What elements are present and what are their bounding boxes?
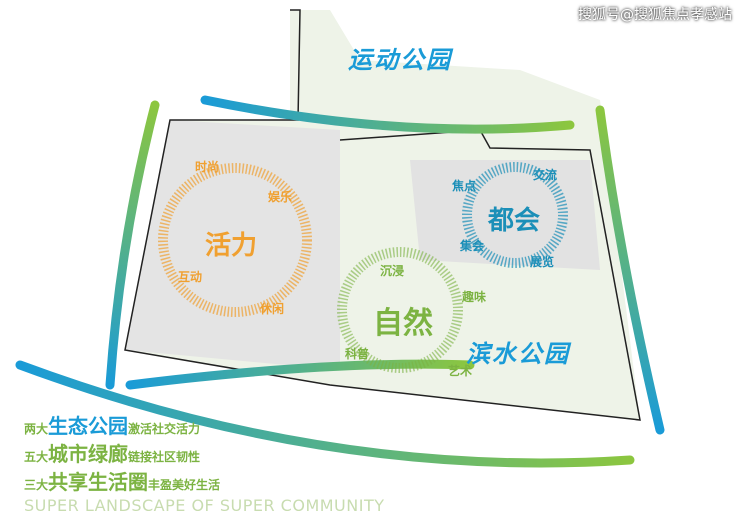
watermark: 搜狐号@搜狐焦点孝感站 [578,7,732,23]
zone-tag: 集会 [460,239,485,253]
zone-tag: 休闲 [260,302,285,316]
zone-rings [158,162,568,373]
subtitle: SUPER LANDSCAPE OF SUPER COMMUNITY [24,496,385,515]
zone-tag: 趣味 [462,290,487,304]
site-boundary [124,9,641,421]
zone-tag: 沉浸 [380,264,405,278]
zone-tag: 互动 [178,270,203,284]
zone-tag: 时尚 [195,160,220,174]
zone-tag: 娱乐 [268,190,293,204]
legend-line-2: 五大城市绿廊链接社区韧性 [24,442,201,466]
waterfront-park-label: 滨水公园 [466,340,570,368]
zone-tag: 展览 [530,255,555,269]
zone-tag: 焦点 [452,179,477,193]
legend-line-3: 三大共享生活圈丰盈美好生活 [24,470,221,494]
legend-line-1: 两大生态公园激活社交活力 [24,414,201,438]
sports-park-label: 运动公园 [348,46,452,74]
corridor-arrows [15,95,665,468]
zone-vitality-title: 活力 [205,231,258,261]
site-background [125,10,640,420]
zone-nature-title: 自然 [373,306,433,341]
zone-tag: 交流 [533,168,558,182]
zone-urban-title: 都会 [488,206,541,236]
zone-tag: 艺术 [448,364,473,378]
zone-tag: 科普 [345,347,370,361]
